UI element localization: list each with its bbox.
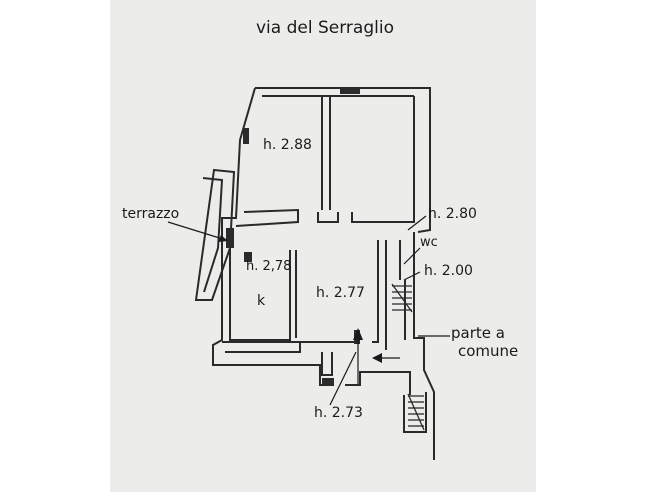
stair-treads (391, 283, 425, 431)
wc-leader (403, 247, 421, 265)
street-label: via del Serraglio (256, 18, 394, 38)
central-bottom-wall (222, 341, 355, 353)
comune-label: comune (458, 342, 518, 360)
corridor-left-wall (372, 240, 387, 350)
room-divider-upper (321, 96, 331, 210)
terrazzo-arrow-head (218, 235, 228, 242)
height-label-278: h. 2,78 (246, 259, 291, 274)
paper-sheet (110, 0, 536, 492)
kitchen-label: k (257, 293, 266, 309)
kitchen-left-wall (229, 236, 291, 341)
arrow-heads (218, 235, 382, 363)
corridor-right-wall (399, 232, 415, 290)
terrazzo-leader (167, 221, 227, 241)
leaders (167, 215, 450, 406)
parte-a-label: parte a (451, 324, 505, 342)
height-label-288: h. 2.88 (263, 137, 312, 153)
upper-rooms-bottom-wall (235, 196, 415, 227)
wc-label: wc (420, 235, 438, 250)
h200-leader (403, 271, 421, 281)
height-label-277: h. 2.77 (316, 285, 365, 301)
height-label-200: h. 2.00 (424, 263, 473, 279)
stair-upper-diag (391, 283, 413, 313)
h273-leader (329, 351, 357, 406)
door-jamb-terrace (226, 228, 234, 248)
lower-jamb (322, 378, 334, 386)
walls (194, 87, 435, 460)
window-top (340, 88, 360, 94)
lower-jog (321, 352, 333, 376)
height-label-273: h. 2.73 (314, 405, 363, 421)
entry-arrow-head (353, 328, 363, 340)
h280-leader (407, 215, 427, 231)
terrazzo-label: terrazzo (122, 206, 179, 222)
wall-pier-left (243, 128, 249, 144)
kitchen-door-jamb (244, 252, 252, 262)
stair-lower-diag (407, 393, 425, 431)
height-label-280: h. 2.80 (428, 206, 477, 222)
terrace-balcony (194, 168, 236, 301)
side-arrow-head (372, 353, 382, 363)
